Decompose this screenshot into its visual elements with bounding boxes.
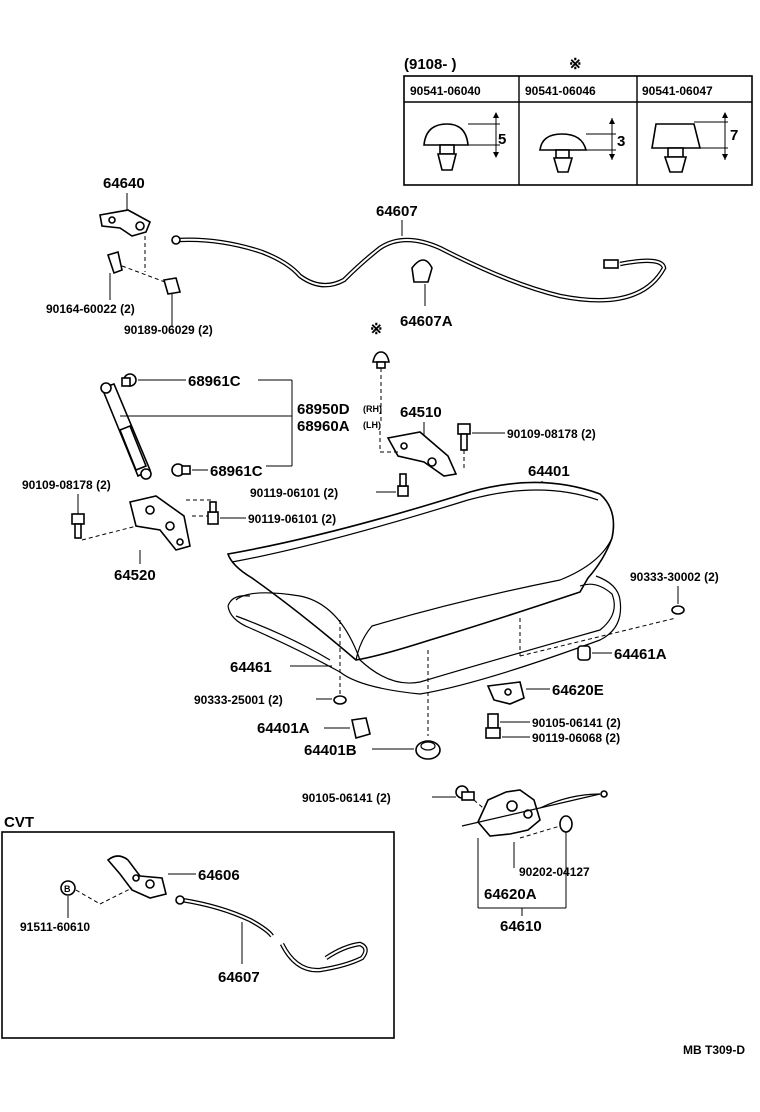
label-64607A: 64607A xyxy=(400,313,453,330)
cvt-cable-64607 xyxy=(175,895,368,973)
label-90119-b: 90119-06101 (2) xyxy=(248,512,336,526)
table-col-3-dim: 7 xyxy=(730,127,738,144)
label-68960A-side: (LH) xyxy=(363,420,381,430)
label-68950D-side: (RH) xyxy=(363,404,382,414)
label-64401B: 64401B xyxy=(304,742,357,759)
weatherstrip-64461 xyxy=(227,575,622,695)
cushion-64401A-icon xyxy=(351,717,371,740)
circle-b-letter: B xyxy=(64,884,71,894)
hinge-64510-icon xyxy=(386,431,458,477)
label-90119-06068: 90119-06068 (2) xyxy=(532,731,620,745)
label-68961C-bot: 68961C xyxy=(210,463,263,480)
table-col-2-dim: 3 xyxy=(617,133,625,150)
table-date-range: (9108- ) xyxy=(404,56,457,73)
clip-90202-icon xyxy=(559,815,573,833)
fastener-table: (9108- ) ※ 90541-06040 90541-06046 90541… xyxy=(403,56,753,186)
bolt-90105-left-icon xyxy=(455,785,475,801)
label-64520: 64520 xyxy=(114,567,156,584)
bumper-64401B-icon xyxy=(415,740,441,760)
table-col-1-part: 90541-06040 xyxy=(410,84,481,98)
bolt-90119-a-icon xyxy=(397,473,409,497)
label-90105-left: 90105-06141 (2) xyxy=(302,791,391,805)
label-64510: 64510 xyxy=(400,404,442,421)
bolt-90109-left-icon xyxy=(71,513,85,539)
label-68950D: 68950D xyxy=(297,401,350,418)
table-col-3-part: 90541-06047 xyxy=(642,84,713,98)
label-68961C-top: 68961C xyxy=(188,373,241,390)
striker-64620E-icon xyxy=(486,681,525,705)
bolt-90119-b-icon xyxy=(207,501,219,525)
dash-cvt-b xyxy=(99,887,133,905)
label-64610: 64610 xyxy=(500,918,542,935)
clip-marker-icon xyxy=(372,351,390,369)
label-64640: 64640 xyxy=(103,175,145,192)
grommet-90333-30002-icon xyxy=(671,605,685,615)
clip-icon-2 xyxy=(539,118,616,173)
label-90189: 90189-06029 (2) xyxy=(124,323,213,337)
label-64607-cvt: 64607 xyxy=(218,969,260,986)
clip-icon-1 xyxy=(423,112,500,171)
label-64606: 64606 xyxy=(198,867,240,884)
grommet-90333-25001-icon xyxy=(333,695,347,705)
marker-mid: ※ xyxy=(370,321,383,338)
table-col-1-dim: 5 xyxy=(498,131,506,148)
dash-cvt-a xyxy=(75,889,101,905)
hinge-64520-icon xyxy=(129,495,191,551)
label-90333-30002: 90333-30002 (2) xyxy=(630,570,719,584)
lock-64620A-icon xyxy=(461,789,608,837)
label-64620A: 64620A xyxy=(484,886,537,903)
label-64620E: 64620E xyxy=(552,682,604,699)
clip-icon-3 xyxy=(651,112,728,173)
label-64461: 64461 xyxy=(230,659,272,676)
label-91511: 91511-60610 xyxy=(20,920,90,934)
label-64401: 64401 xyxy=(528,463,570,480)
cvt-box xyxy=(1,831,395,1039)
label-90202: 90202-04127 xyxy=(519,865,590,879)
ball-joint-68961C-bot xyxy=(171,463,191,477)
label-90164: 90164-60022 (2) xyxy=(46,302,135,316)
label-64461A: 64461A xyxy=(614,646,667,663)
label-90105-right: 90105-06141 (2) xyxy=(532,716,621,730)
stay-damper-icon xyxy=(100,382,152,480)
label-90333-25001: 90333-25001 (2) xyxy=(194,693,283,707)
bolt-90109-right-icon xyxy=(457,423,471,451)
release-cable-64607 xyxy=(171,235,667,303)
circle-b-icon: B xyxy=(60,880,76,896)
label-64401A: 64401A xyxy=(257,720,310,737)
table-col-2-part: 90541-06046 xyxy=(525,84,596,98)
table-border xyxy=(403,75,753,186)
cushion-64461A-icon xyxy=(577,645,591,661)
dash-hinge-b xyxy=(121,265,166,283)
trunk-lid-64401 xyxy=(226,481,615,661)
label-68960A: 68960A xyxy=(297,418,350,435)
hinge-64640-icon xyxy=(99,209,182,295)
diagram-code: MB T309-D xyxy=(683,1043,745,1057)
label-90109-left: 90109-08178 (2) xyxy=(22,478,111,492)
cvt-lever-64606-icon xyxy=(106,855,167,899)
label-90119-a: 90119-06101 (2) xyxy=(250,486,338,500)
label-64607-top: 64607 xyxy=(376,203,418,220)
ball-joint-68961C-top xyxy=(121,373,137,387)
table-marker: ※ xyxy=(569,56,582,73)
cvt-label: CVT xyxy=(4,814,34,831)
bolt-90105-right-icon xyxy=(485,713,501,739)
dash-lid-to-grommet xyxy=(519,617,677,657)
label-90109-right: 90109-08178 (2) xyxy=(507,427,596,441)
